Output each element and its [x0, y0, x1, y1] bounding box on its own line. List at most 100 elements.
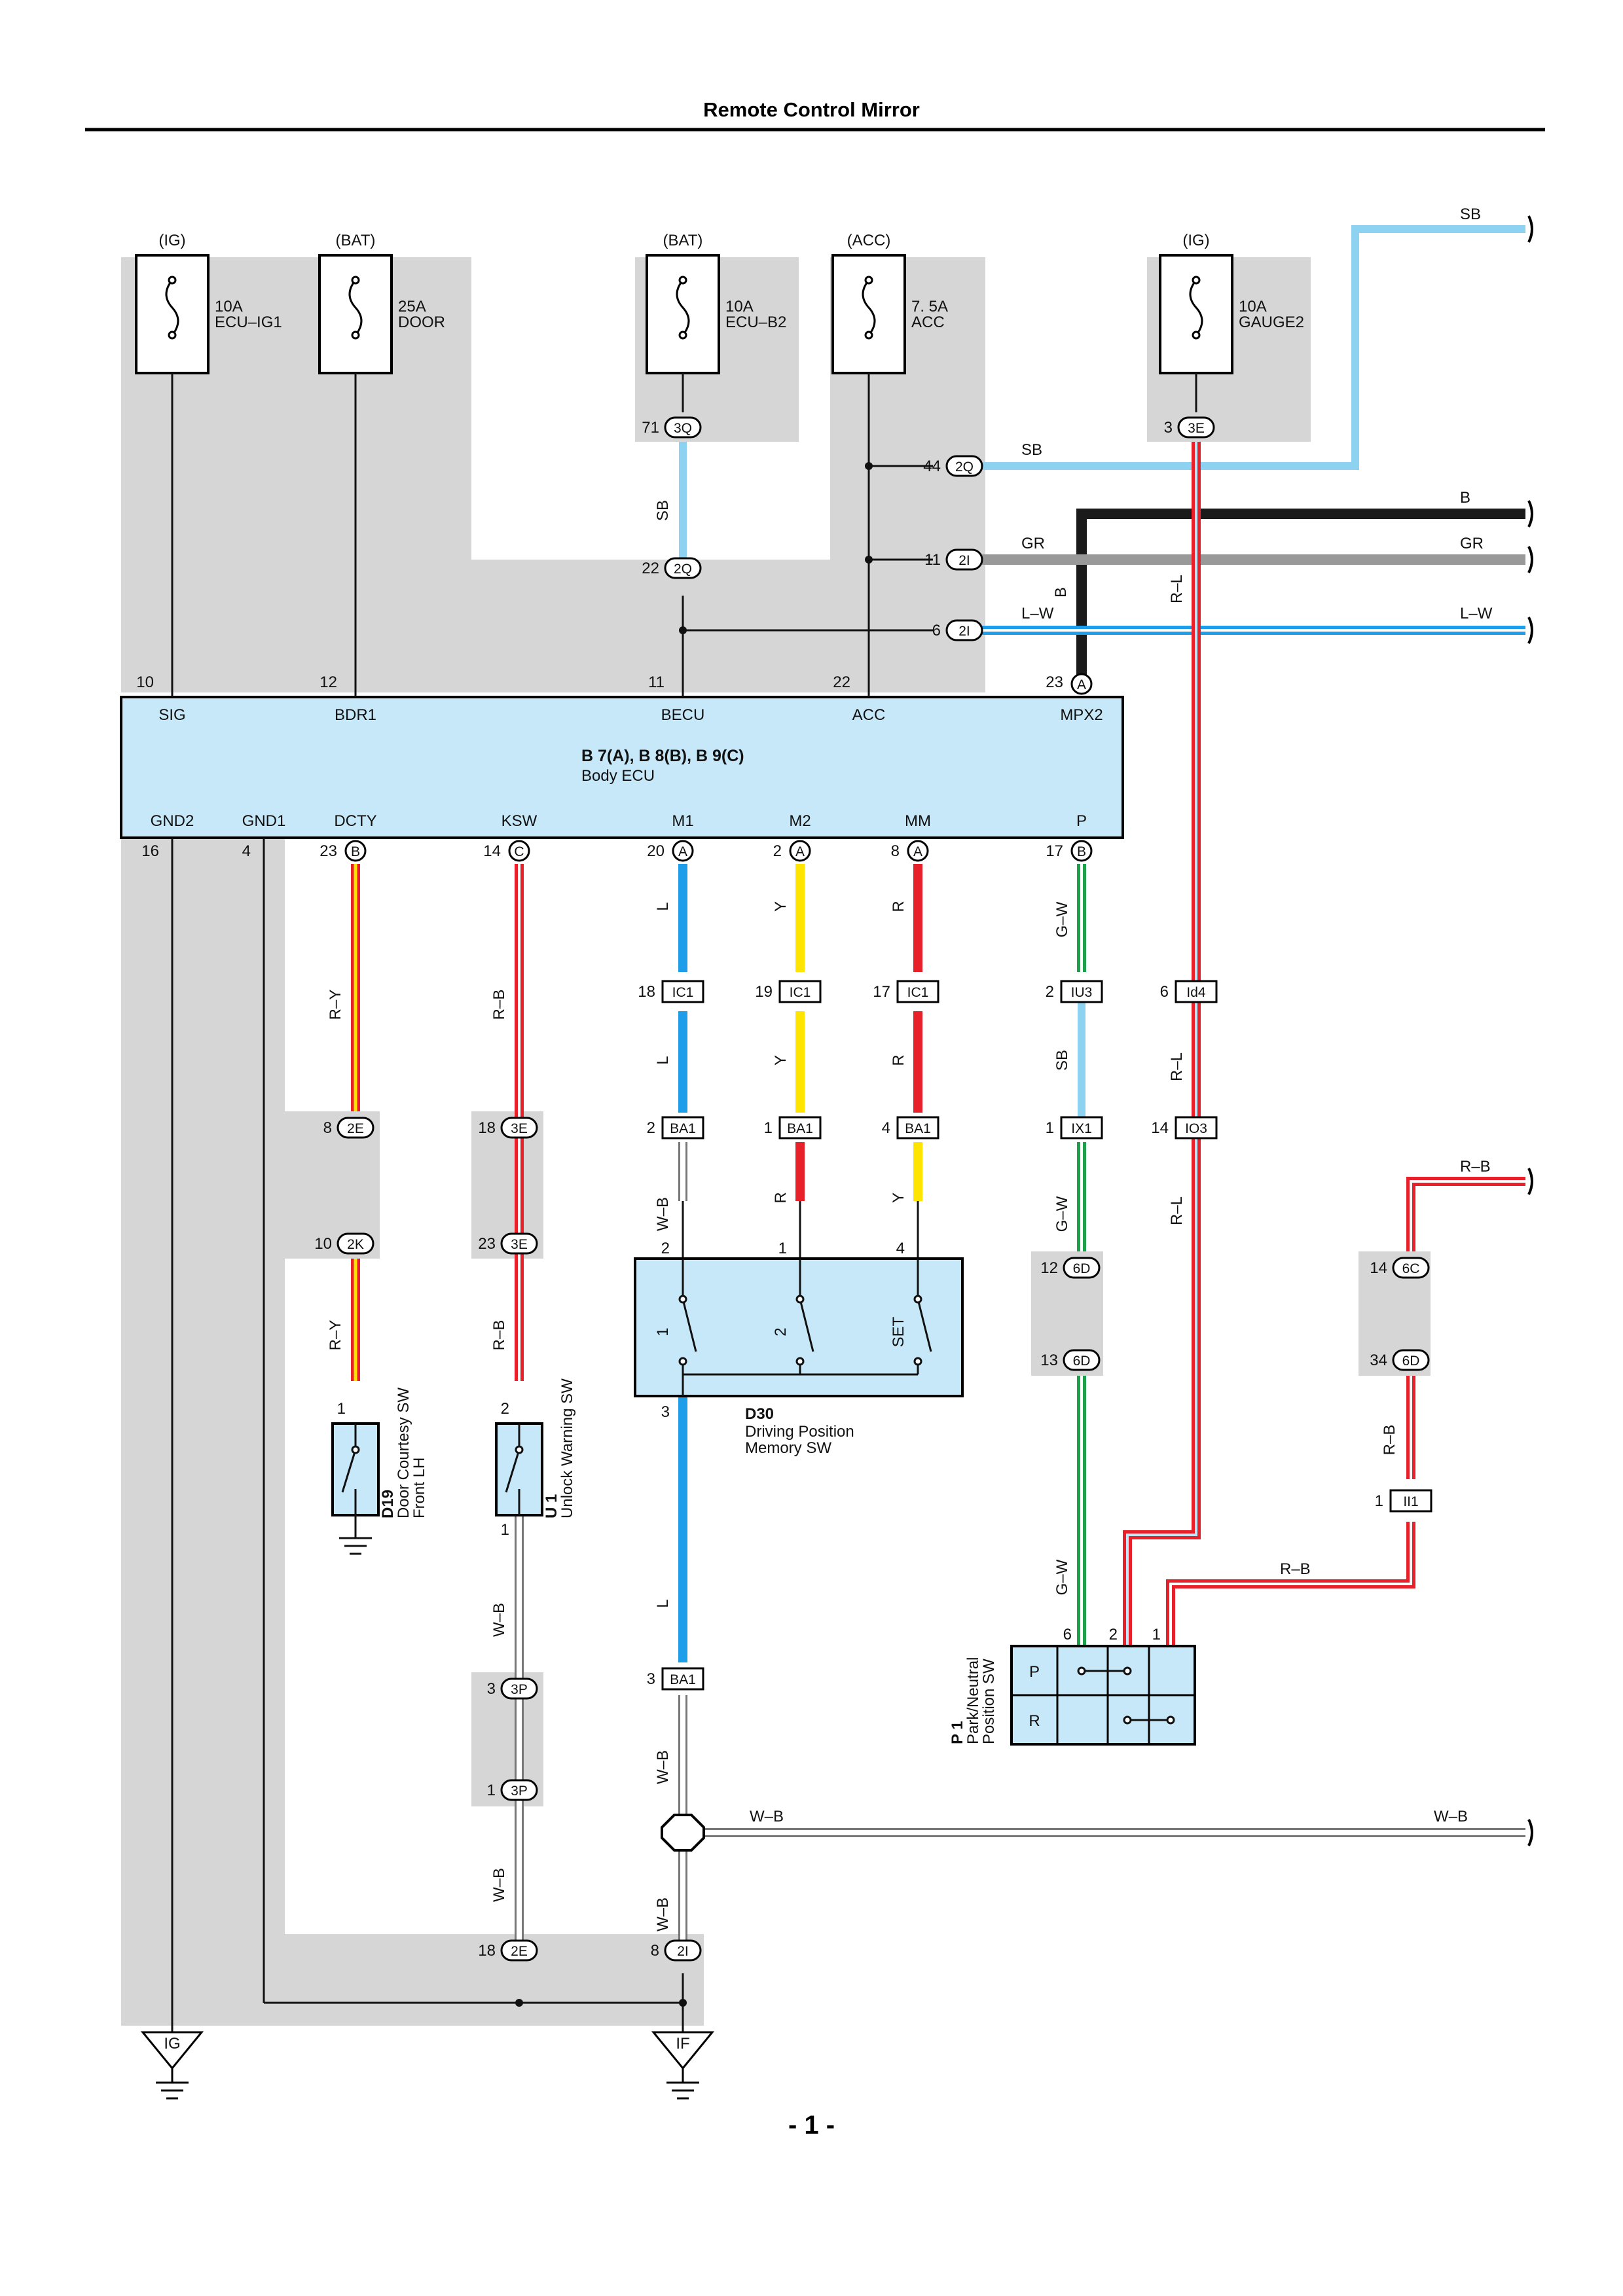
- ecu-top-pin: 23: [1046, 673, 1063, 691]
- p1-pin-label: 1: [1152, 1626, 1161, 1643]
- inline-connector: [661, 1116, 704, 1139]
- inline-connector: [1060, 1116, 1103, 1139]
- inline-connector-pin: 1: [764, 1119, 773, 1137]
- wire-color-label: SB: [1021, 441, 1042, 459]
- junction-connector: [945, 619, 983, 641]
- ecu-bottom-pin: 20: [647, 842, 665, 860]
- junction-connector-pin: 11: [924, 551, 941, 569]
- d30-pin-label: 2: [661, 1240, 670, 1257]
- wire-color-label: R: [890, 901, 907, 912]
- u1-name: Unlock Warning SW: [558, 1378, 576, 1518]
- inline-connector: [1389, 1489, 1432, 1513]
- fuse-amp-label: 7. 5A: [911, 298, 948, 315]
- shade-bottom-band: [285, 1934, 704, 2026]
- ecu-top-pin: 12: [319, 673, 337, 691]
- junction-connector: [1177, 416, 1215, 439]
- fuse-acc: [831, 254, 906, 374]
- wire-color-label: Y: [772, 1055, 790, 1066]
- ecu-conn-circle: [907, 840, 929, 862]
- junction-connector: [664, 1939, 702, 1962]
- wire-color-label: W–B: [654, 1897, 672, 1931]
- motor-wires: [678, 864, 922, 1662]
- d30-switch-label: 2: [772, 1327, 790, 1336]
- inline-connector: [778, 980, 822, 1003]
- wire-color-label: L: [654, 1599, 672, 1607]
- ecu-bottom-pin: 23: [319, 842, 337, 860]
- sb-wires: [679, 225, 1525, 1129]
- wire-color-label: G–W: [1053, 1559, 1071, 1595]
- p1-name: Park/Neutral: [964, 1657, 982, 1744]
- wire-color-label: L: [654, 902, 672, 910]
- wire-color-label: W–B: [654, 1197, 672, 1231]
- inline-connector-pin: 2: [647, 1119, 655, 1137]
- wire-color-label: Y: [772, 901, 790, 912]
- junction-connector-pin: 8: [651, 1942, 659, 1960]
- junction-connector-id: 2E: [511, 1944, 528, 1959]
- junction-connector-pin: 13: [1040, 1352, 1058, 1369]
- fuse-amp-label: 10A: [215, 298, 243, 315]
- junction-connector: [1392, 1349, 1430, 1371]
- p1-code: P 1: [949, 1721, 966, 1744]
- ecu-conn-letter: B: [351, 844, 360, 859]
- ecu-top-terminal-label: ACC: [852, 706, 886, 724]
- ecu-bottom-pin: 14: [483, 842, 501, 860]
- ecu-bottom-pin: 2: [773, 842, 782, 860]
- u1-switch-body: [495, 1422, 543, 1516]
- junction-connector-pin: 44: [923, 457, 941, 475]
- junction-connector: [337, 1117, 374, 1139]
- d30-pin-label: 1: [778, 1240, 787, 1257]
- wire-color-label: R–B: [1460, 1158, 1491, 1175]
- junction-connector: [945, 548, 983, 571]
- junction-connector: [500, 1677, 538, 1700]
- inline-connector: [1060, 980, 1103, 1003]
- junction-connector: [337, 1232, 374, 1255]
- junction-connector-id: 2K: [347, 1237, 364, 1252]
- inline-connector-pin: 18: [638, 983, 655, 1001]
- inline-connector-id: BA1: [670, 1672, 696, 1687]
- wire-color-label: R–L: [1168, 1052, 1186, 1081]
- inline-connector-pin: 19: [755, 983, 773, 1001]
- fuses: [135, 254, 1233, 374]
- junction-connector-pin: 8: [323, 1119, 332, 1137]
- d30-switch-label: 1: [654, 1327, 672, 1336]
- fuse-supply-label: (IG): [1182, 232, 1209, 249]
- inline-connector-id: IC1: [907, 985, 929, 1000]
- wire-color-label: GR: [1021, 535, 1045, 552]
- ecu-bottom-pin: 17: [1046, 842, 1063, 860]
- rl-wire: [1123, 442, 1201, 1646]
- ecu-name: Body ECU: [581, 767, 655, 785]
- ecu-connector-title: B 7(A), B 8(B), B 9(C): [581, 747, 744, 765]
- junction-connector-id: 2Q: [955, 459, 974, 475]
- wire-color-label: R–B: [490, 1320, 508, 1351]
- page-number: - 1 -: [788, 2111, 835, 2140]
- d19-name: Front LH: [410, 1458, 428, 1518]
- ecu-conn-letter: A: [913, 844, 922, 859]
- ecu-bottom-terminal-label: DCTY: [334, 812, 376, 830]
- wire-color-label: R–B: [490, 990, 508, 1020]
- shaded-areas: [121, 257, 1431, 2026]
- thin-wires: [171, 373, 1197, 2032]
- wire-color-label: W–B: [654, 1750, 672, 1784]
- junction-connector-pin: 3: [1164, 419, 1173, 437]
- wire-color-label: W–B: [1434, 1808, 1468, 1825]
- wire-color-label: B: [1460, 489, 1470, 507]
- ground-label: IG: [164, 2035, 180, 2053]
- wire-color-label: R: [890, 1054, 907, 1066]
- inline-connector-id: Id4: [1186, 985, 1206, 1000]
- d30-name: Memory SW: [745, 1439, 831, 1457]
- ecu-top-pin: 11: [648, 673, 665, 691]
- u1-code: U 1: [543, 1494, 560, 1518]
- inline-connector-id: IO3: [1185, 1121, 1207, 1136]
- wire-color-label: SB: [1460, 206, 1481, 223]
- wire-color-label: R–Y: [327, 990, 344, 1020]
- wire-color-label: SB: [1053, 1050, 1071, 1071]
- p1-row-label: P: [1029, 1663, 1040, 1681]
- junction-connector-pin: 18: [478, 1942, 496, 1960]
- inline-connector-pin: 2: [1046, 983, 1054, 1001]
- junction-connector-pin: 71: [642, 419, 659, 437]
- junction-connector-id: 3P: [511, 1784, 528, 1799]
- junction-connector-id: 2Q: [674, 562, 692, 577]
- junction-connector-id: 6D: [1402, 1354, 1420, 1369]
- wire-dots: [515, 462, 873, 2007]
- wire-color-label: SB: [654, 500, 672, 521]
